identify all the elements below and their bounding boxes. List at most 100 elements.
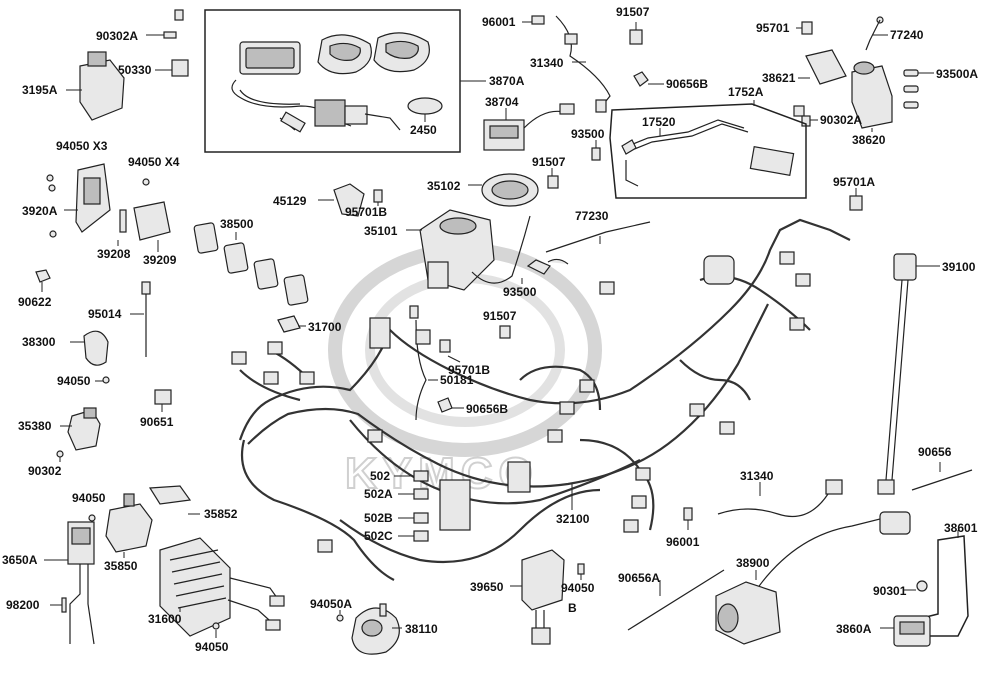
bottom-left-parts: 94050 3650A 98200 35850 35852 31600 9405… [2,485,285,654]
main-wiring-harness-32100: 32100 [231,218,851,581]
coin-battery [407,97,443,115]
label-38110: 38110 [405,622,438,636]
label-90622: 90622 [18,295,52,309]
clip-90622 [35,269,51,283]
label-32100: 32100 [556,512,590,526]
label-35852: 35852 [204,507,238,521]
sensor-39100 [893,253,917,281]
label-3870A: 3870A [489,74,525,88]
label-3860A: 3860A [836,622,872,636]
label-77230: 77230 [575,209,609,223]
label-90651: 90651 [140,415,174,429]
label-502B: 502B [364,511,393,525]
label-31340-low: 31340 [740,469,774,483]
harness-fusebox [369,317,391,349]
label-90302: 90302 [28,464,62,478]
label-95014: 95014 [88,307,122,321]
label-35101: 35101 [364,224,398,238]
label-90656A: 90656A [618,571,660,585]
label-94050-x3: 94050 X3 [56,139,108,153]
label-95701B-low: 95701B [448,363,490,377]
label-502: 502 [370,469,390,483]
label-95701A: 95701A [833,175,875,189]
label-38601: 38601 [944,521,978,535]
label-31600: 31600 [148,612,182,626]
regulator-31600 [159,537,231,637]
small-b-mark: B [568,601,577,615]
label-38500: 38500 [220,217,254,231]
label-35102: 35102 [427,179,461,193]
label-93500-mid: 93500 [503,285,537,299]
label-94050-c: 94050 [561,581,595,595]
label-50181: 50181 [440,373,474,387]
label-98200: 98200 [6,598,40,612]
screw-90302A [174,9,184,21]
label-38300: 38300 [22,335,56,349]
label-90656B-low: 90656B [466,402,508,416]
label-91507-mid: 91507 [532,155,566,169]
label-31340-top: 31340 [530,56,564,70]
label-90302A-mid: 90302A [820,113,862,127]
fuses-502: 502 502A 502B 502C [364,469,429,543]
label-39100: 39100 [942,260,976,274]
cdi-kit-group: 3870A 2450 [204,9,525,153]
bracket-39209 [133,201,171,241]
right-side-parts: 39100 90656 31340 96001 38601 38900 9030… [618,253,978,647]
top-right-parts: 95701 77240 38621 38620 93500A 1752A 903… [609,16,978,211]
label-3650A: 3650A [2,553,38,567]
bracket-38621 [805,49,847,85]
starter-relay-35850 [105,503,153,553]
kit-connector [314,99,346,127]
clip-90651 [154,389,172,405]
fuse-holder [439,479,471,531]
top-left-parts: 90302A 50330 3195A 94050 X3 3920A 94050 … [18,9,189,478]
label-91507-top: 91507 [616,5,650,19]
label-39650: 39650 [470,580,504,594]
label-95701B-top: 95701B [345,205,387,219]
label-502C: 502C [364,529,393,543]
mid-parts: 77230 93500 91507 95701B 50181 90656B [409,209,651,421]
label-96001-top: 96001 [482,15,516,29]
label-96001-low: 96001 [666,535,700,549]
label-35380: 35380 [18,419,52,433]
label-77240: 77240 [890,28,924,42]
clip-50330 [171,59,189,77]
starter-relay-38620 [851,65,893,129]
label-3920A: 3920A [22,204,58,218]
label-38900: 38900 [736,556,770,570]
label-38621: 38621 [762,71,796,85]
bracket-group-frame [609,103,807,199]
bracket-35852 [148,485,192,505]
label-38620: 38620 [852,133,886,147]
connector-31700 [277,315,301,333]
label-95701-top: 95701 [756,21,790,35]
module-17520-unit [749,145,795,177]
harness-connector-block [507,461,531,493]
top-center-parts: 96001 31340 91507 90656B 38704 93500 [482,5,708,161]
bolt-90302A [163,31,177,39]
label-2450: 2450 [410,123,437,137]
label-94050-b: 94050 [72,491,106,505]
module-39650 [521,549,565,611]
bottom-center-parts: 39650 94050 B 38110 94050A [310,549,595,655]
label-45129: 45129 [273,194,307,208]
label-94050-a: 94050 [57,374,91,388]
label-39208: 39208 [97,247,131,261]
label-3195A: 3195A [22,83,58,97]
label-90301: 90301 [873,584,907,598]
harness-relay [703,255,735,285]
label-90656B-top: 90656B [666,77,708,91]
label-93500-top: 93500 [571,127,605,141]
label-94050-d: 94050 [195,640,229,654]
label-94050-x4: 94050 X4 [128,155,180,169]
label-39209: 39209 [143,253,177,267]
flasher-38300 [83,330,109,366]
ignition-switch-group: 35102 35101 91507 [364,155,566,291]
relay-3195A [79,59,125,121]
label-91507-low: 91507 [483,309,517,323]
label-31700: 31700 [308,320,342,334]
connector-38900 [879,511,911,535]
label-35850: 35850 [104,559,138,573]
label-94050A: 94050A [310,597,352,611]
